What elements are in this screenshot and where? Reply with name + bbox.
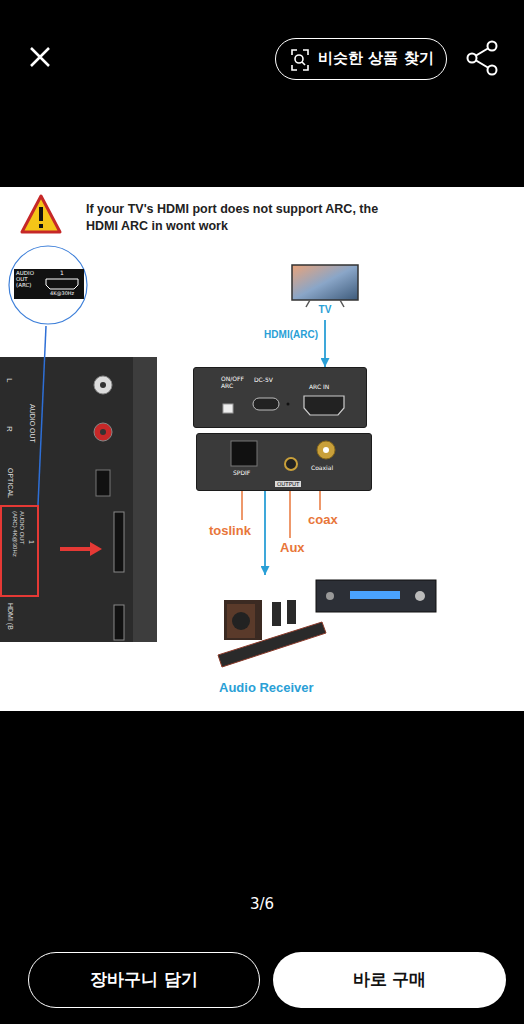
- close-icon: [31, 48, 49, 66]
- button-label: 장바구니 담기: [90, 970, 198, 990]
- subwoofer: [232, 612, 250, 630]
- search-icon: [292, 50, 308, 70]
- hdmi-port-icon: [46, 279, 78, 289]
- jack-label: AUDIO OUT (ARC) 4K@30Hz: [11, 511, 25, 561]
- jack-label: L: [5, 378, 14, 382]
- rca-jack: [100, 429, 106, 435]
- speaker: [272, 602, 281, 626]
- tv-node: TV: [285, 262, 368, 320]
- button-label: 비슷한 상품 찾기: [318, 50, 433, 67]
- search-icon: [302, 62, 305, 65]
- audio-receiver-node: Audio Receiver: [210, 575, 442, 700]
- port-number: 1: [60, 270, 64, 277]
- hdmi-port: [304, 396, 344, 415]
- soundbar: [218, 622, 326, 667]
- search-similar-button: 비슷한 상품 찾기: [275, 38, 447, 80]
- converter-output-panel: SPDIF OUTPUT Coaxial: [196, 433, 372, 491]
- add-to-cart-button: 장바구니 담기: [28, 952, 260, 1008]
- usb-c-port: [253, 398, 279, 410]
- zoom-outline: [9, 246, 87, 324]
- converter-input-panel: ON/OFF ARC DC-5V ARC IN: [193, 367, 367, 428]
- jack-label: OPTICAL: [6, 468, 14, 498]
- tv-back-panel: [0, 357, 157, 642]
- zoom-circle: AUDIO OUT (ARC) 1 4K@30Hz: [8, 245, 88, 325]
- indicator: [287, 403, 290, 406]
- jack-number: 1: [27, 540, 35, 544]
- share-icon: [488, 42, 497, 51]
- cable-label: Aux: [280, 541, 305, 556]
- port-plate: [14, 269, 84, 299]
- node-drawing: [194, 368, 368, 429]
- warning-sign: [39, 207, 43, 221]
- port-label: DC-5V: [254, 377, 273, 384]
- aux-jack: [285, 458, 297, 470]
- amplifier: [326, 592, 334, 600]
- port-label: OUTPUT: [275, 481, 301, 487]
- warning-sign: [22, 196, 60, 232]
- device-label: TV: [285, 304, 365, 316]
- device-label: Audio Receiver: [219, 681, 314, 696]
- cable-label: coax: [308, 513, 338, 528]
- edge-label: HDMI(ARC): [263, 329, 319, 341]
- buy-now-button: 바로 구매: [273, 952, 506, 1008]
- port-label: ON/OFF ARC: [221, 376, 249, 390]
- zoom-leader: [38, 326, 46, 505]
- search-icon: [295, 55, 303, 63]
- button-label: 바로 구매: [353, 970, 427, 990]
- rca-jack: [94, 376, 112, 394]
- rca-jack: [100, 382, 106, 388]
- optical-port: [231, 441, 257, 466]
- amplifier: [415, 591, 425, 601]
- amplifier: [316, 580, 436, 612]
- coax-jack: [323, 447, 329, 453]
- cable-label: toslink: [209, 524, 251, 539]
- hdmi-port: [114, 512, 124, 572]
- tv-picture: [292, 265, 358, 300]
- signal-arrow: [264, 491, 266, 575]
- amplifier: [350, 591, 400, 599]
- hdmi-port: [114, 605, 124, 640]
- share-icon: [468, 54, 477, 63]
- jack-label: R: [5, 426, 14, 432]
- page-counter: 3/6: [250, 896, 274, 913]
- coax-jack: [317, 441, 335, 459]
- port-label: ARC IN: [309, 384, 329, 391]
- port-label: Coaxial: [311, 465, 333, 472]
- warning-note: If your TV's HDMI port does not support …: [86, 201, 386, 235]
- warning-sign: [39, 224, 43, 228]
- switch: [223, 404, 233, 413]
- pointer-arrow: [60, 547, 92, 551]
- port-label: AUDIO OUT (ARC): [16, 271, 42, 288]
- port-spec: 4K@30Hz: [50, 291, 74, 297]
- speaker: [287, 600, 296, 624]
- image-ground: [0, 187, 524, 711]
- jack-label: AUDIO OUT: [28, 404, 36, 443]
- optical-port: [96, 470, 110, 496]
- port-label: SPDIF: [233, 470, 250, 477]
- share-icon: [488, 66, 497, 75]
- subwoofer: [224, 600, 262, 640]
- signal-arrow: [324, 320, 326, 367]
- jack-label: HDMI (B: [6, 603, 14, 630]
- tv-back-panel: [133, 357, 157, 642]
- highlight-box: [1, 506, 38, 596]
- subwoofer: [227, 604, 255, 638]
- pointer-arrow: [90, 542, 102, 556]
- rca-jack: [94, 423, 112, 441]
